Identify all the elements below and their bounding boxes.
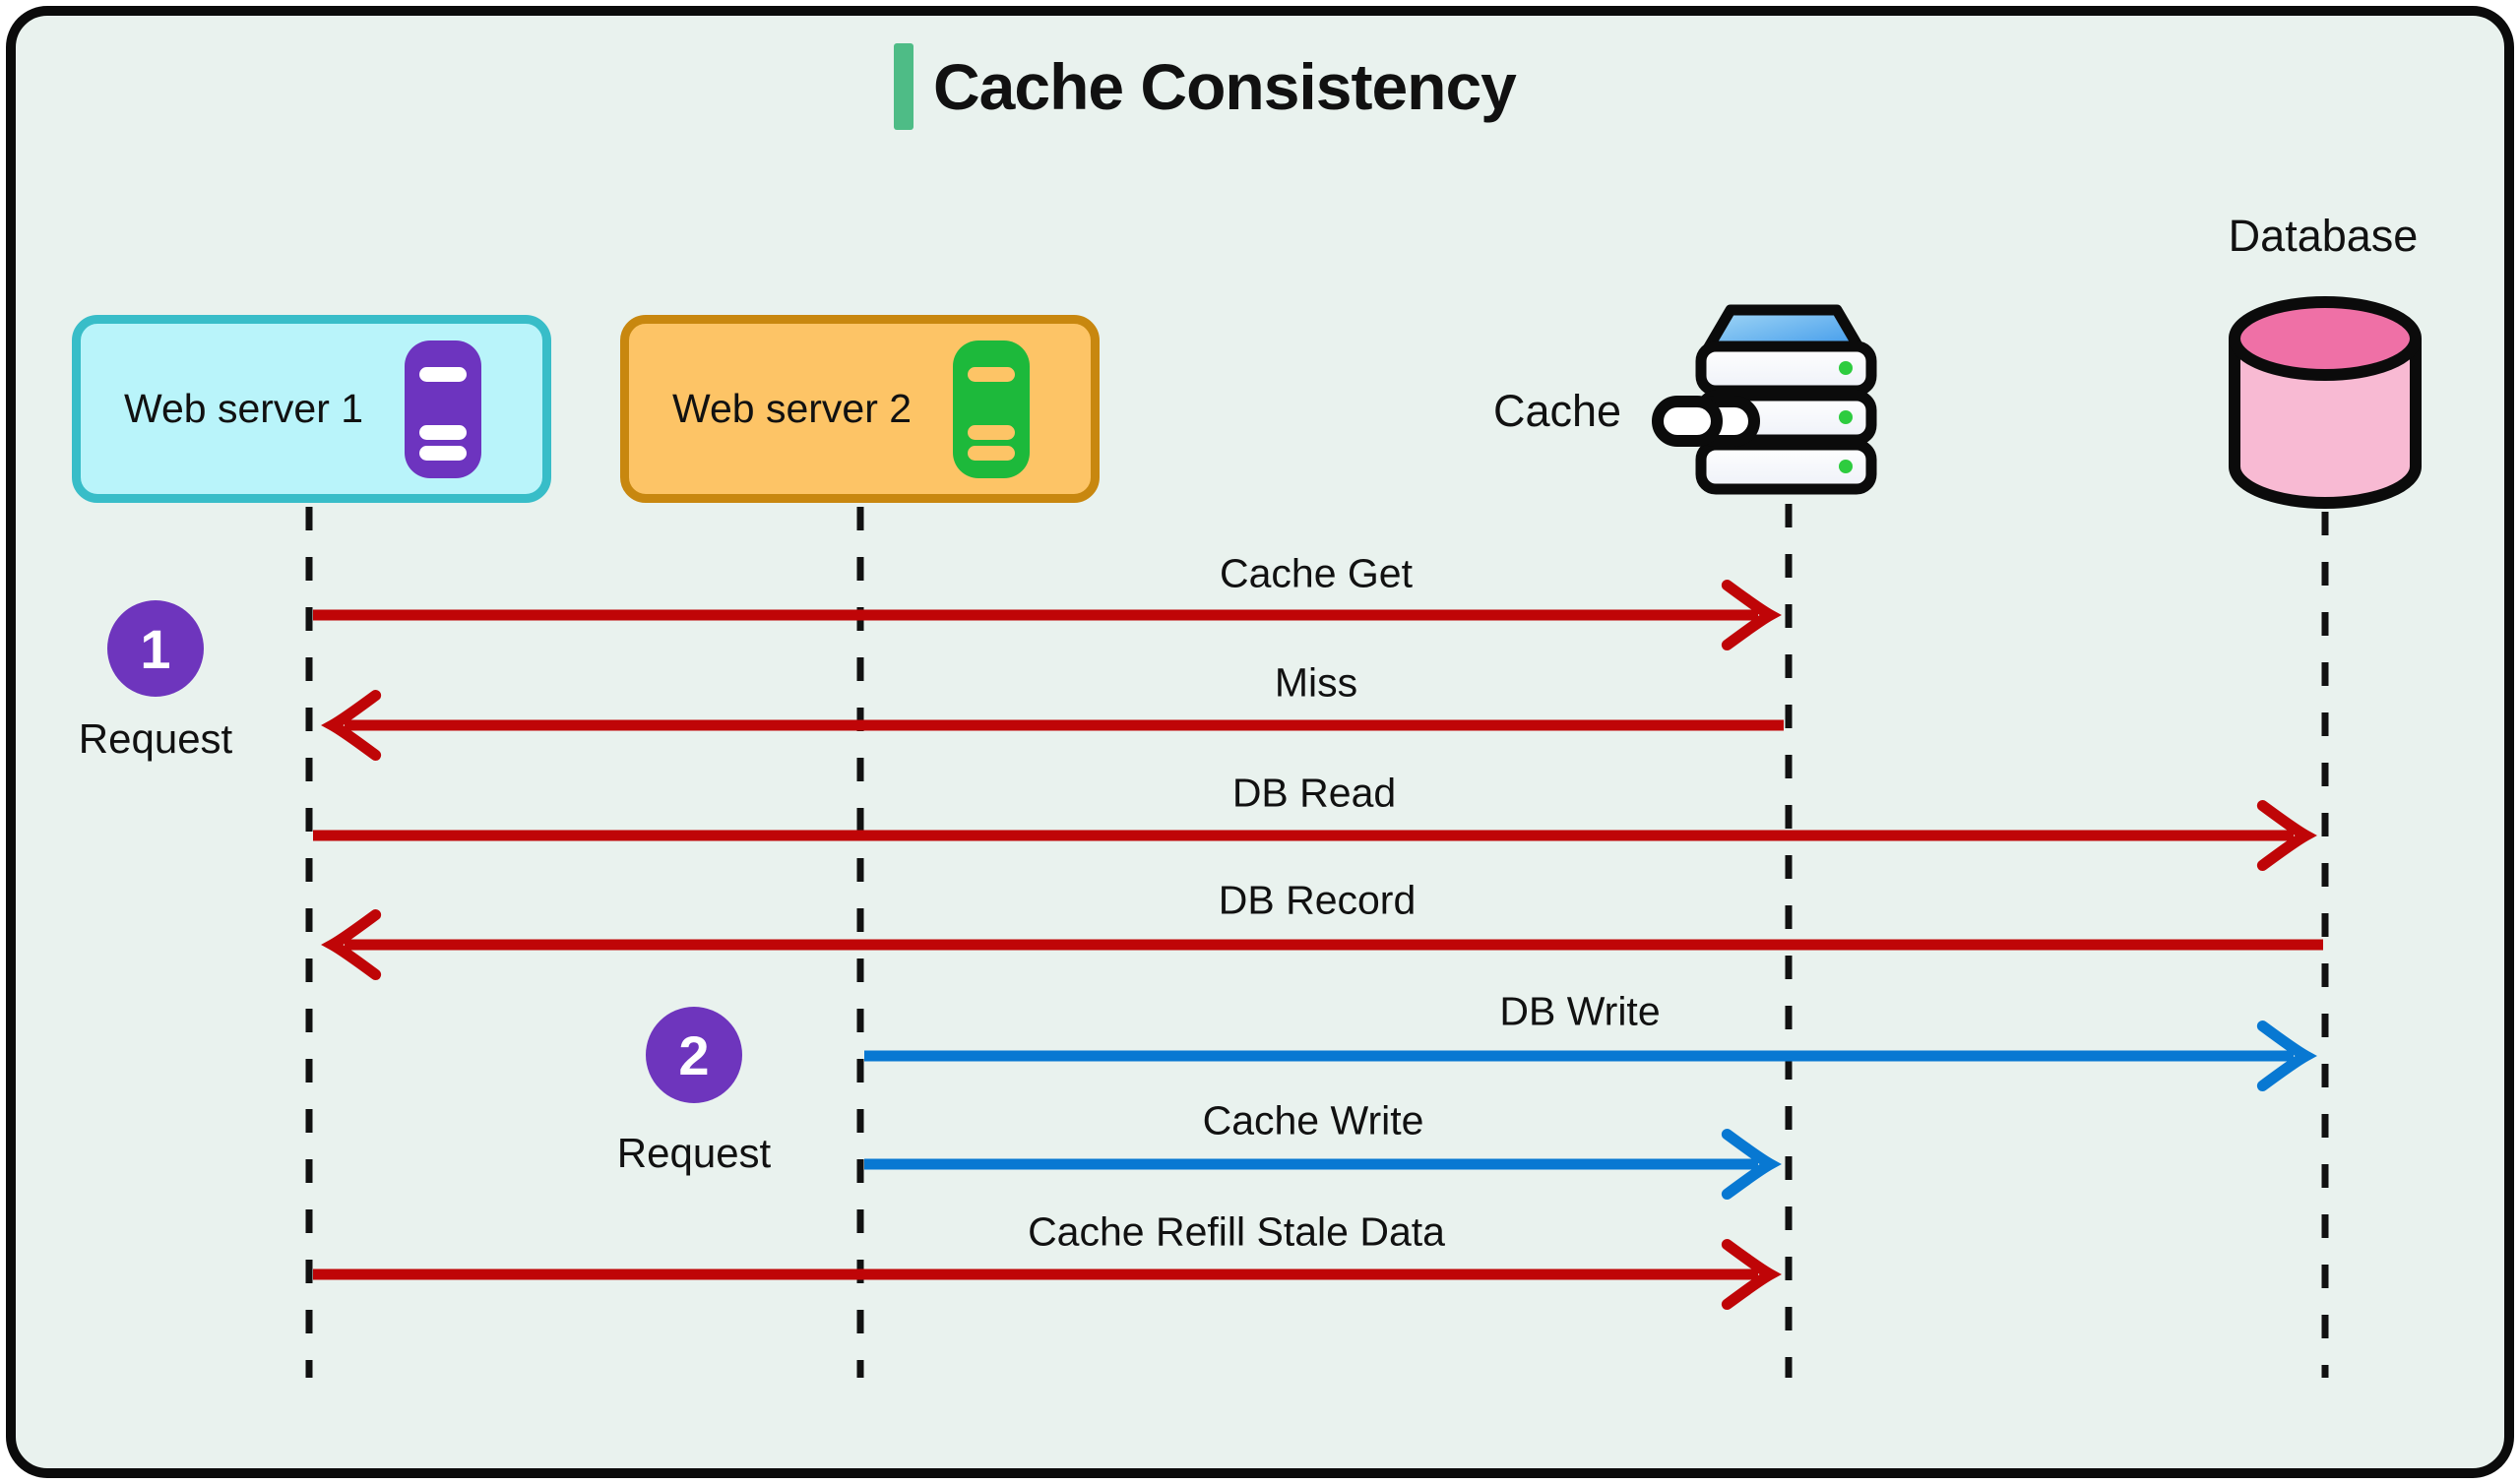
cylinder-top [2229,296,2422,381]
server-slot-icon [968,424,1015,440]
cache-server-stack-icon [1652,304,1877,495]
diagram-frame [6,6,2514,1478]
server-slot-icon [419,445,467,461]
step-1-number: 1 [140,617,171,680]
step-1-badge: 1 [107,600,204,697]
page-title-text: Cache Consistency [933,50,1517,123]
message-label-db-record: DB Record [1218,877,1417,923]
actor-web-server-1: Web server 1 [72,315,551,503]
cache-label: Cache [1492,386,1622,436]
message-label-cache-write: Cache Write [1202,1097,1424,1144]
server-slot-icon [419,366,467,382]
message-label-cache-refill: Cache Refill Stale Data [1028,1208,1445,1255]
title-accent-bar [894,43,914,130]
server-icon [953,340,1030,478]
database-label: Database [2228,211,2419,261]
led-indicator [1839,410,1853,424]
server-slot-icon [968,366,1015,382]
step-2-badge: 2 [646,1007,742,1103]
server-icon [405,340,481,478]
database-cylinder-icon [2229,296,2422,509]
message-label-miss: Miss [1274,659,1358,706]
actor-web-server-2: Web server 2 [620,315,1100,503]
chain-link-icon [1652,396,1760,447]
step-2-label: Request [616,1130,772,1176]
web-server-1-label: Web server 1 [124,386,364,431]
step-1-label: Request [78,715,233,762]
led-indicator [1839,361,1853,375]
page-title: Cache Consistency [894,43,1517,130]
server-slot-icon [419,424,467,440]
message-label-cache-get: Cache Get [1220,550,1413,596]
cylinder-body [2229,339,2422,509]
web-server-2-label: Web server 2 [672,386,913,431]
server-slab [1695,439,1877,495]
step-2-number: 2 [678,1023,710,1086]
message-label-db-write: DB Write [1499,988,1661,1034]
server-slot-icon [968,445,1015,461]
led-indicator [1839,460,1853,473]
message-label-db-read: DB Read [1231,770,1397,816]
